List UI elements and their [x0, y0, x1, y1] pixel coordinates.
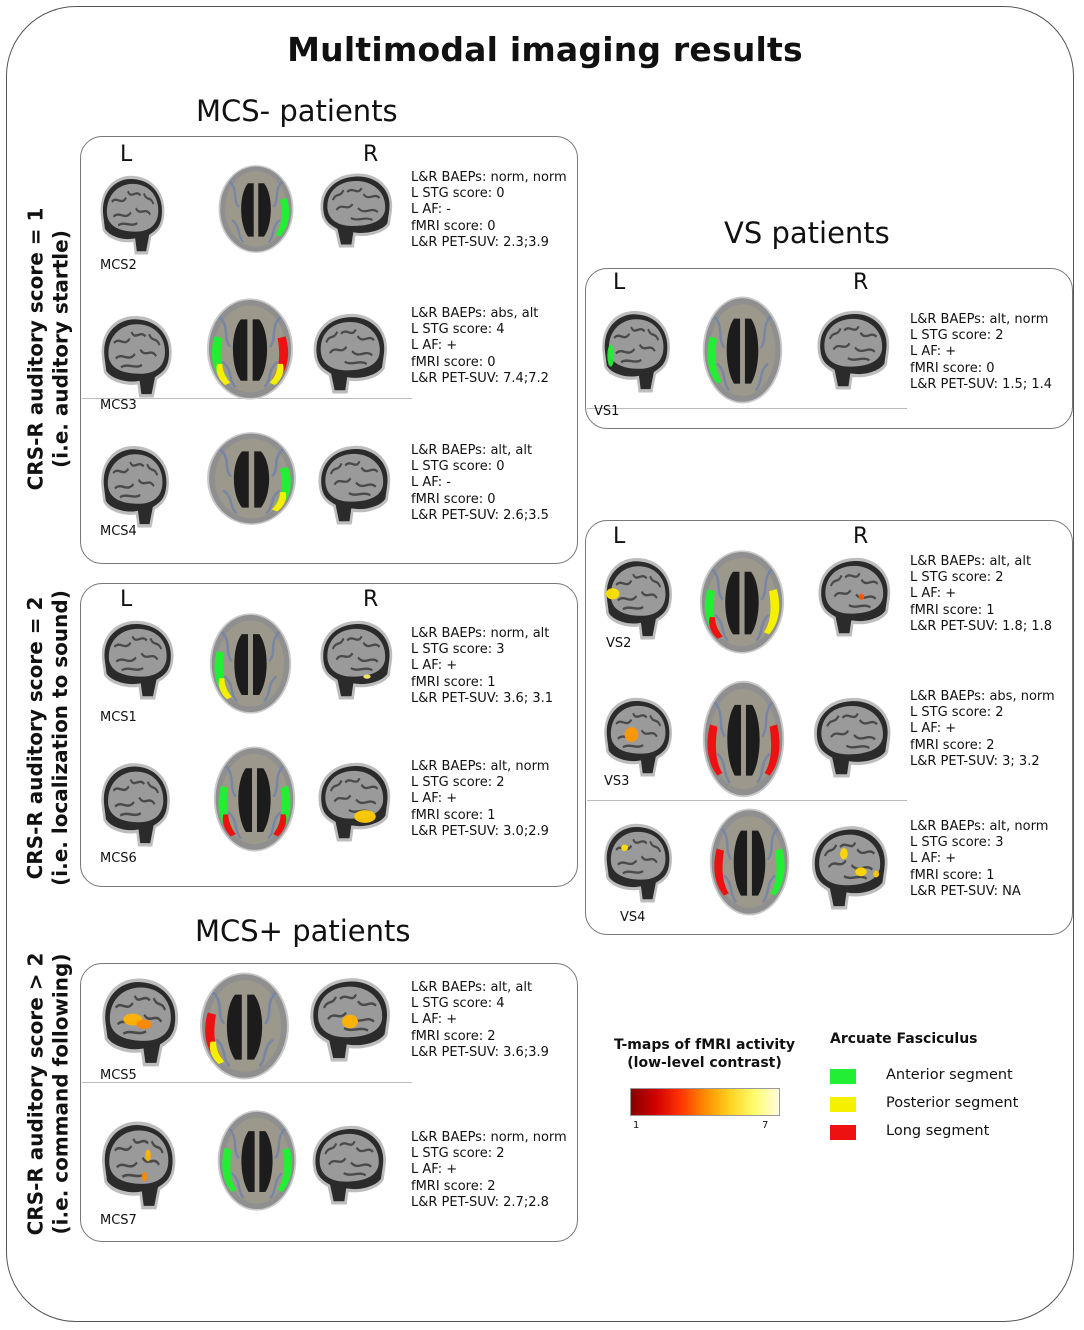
- sagittal-left-scan: [91, 170, 171, 255]
- colorbar-min-label: 1: [633, 1120, 640, 1131]
- sagittal-right-scan: [306, 308, 398, 394]
- sagittal-left-scan: [91, 440, 176, 528]
- axial-tractography-scan: [207, 611, 294, 716]
- group-title-vs: VS patients: [724, 216, 890, 250]
- hemisphere-left-label: L: [613, 270, 626, 295]
- sagittal-left-scan: [91, 615, 181, 700]
- af-label: Posterior segment: [886, 1095, 1019, 1111]
- sagittal-right-scan: [804, 820, 899, 910]
- colorbar-max-label: 7: [762, 1120, 769, 1131]
- sagittal-left-scan: [91, 1115, 183, 1210]
- patient-id: MCS3: [100, 398, 137, 413]
- sagittal-left-scan: [592, 305, 677, 393]
- axial-tractography-scan: [197, 970, 292, 1082]
- sagittal-left-scan: [91, 972, 186, 1067]
- hemisphere-left-label: L: [120, 142, 133, 167]
- af-swatch: [830, 1125, 856, 1140]
- axial-tractography-scan: [697, 548, 787, 656]
- patient-id: MCS6: [100, 851, 137, 866]
- patient-id: MCS2: [100, 258, 137, 273]
- af-swatch: [830, 1097, 856, 1112]
- side-label-score-2: CRS-R auditory score = 2(i.e. localizati…: [23, 590, 72, 886]
- patient-id: MCS5: [100, 1068, 137, 1083]
- hemisphere-left-label: L: [120, 587, 133, 612]
- axial-tractography-scan: [700, 678, 787, 800]
- sagittal-right-scan: [313, 168, 403, 248]
- sagittal-right-scan: [810, 305, 900, 390]
- group-title-mcs-plus: MCS+ patients: [195, 914, 411, 948]
- axial-tractography-scan: [204, 430, 299, 527]
- axial-tractography-scan: [211, 744, 298, 854]
- patient-id: VS1: [594, 404, 620, 419]
- axial-tractography-scan: [216, 163, 296, 255]
- hemisphere-right-label: R: [853, 270, 869, 295]
- sagittal-left-scan: [594, 692, 679, 777]
- side-label-score-1: CRS-R auditory score = 1(i.e. auditory s…: [23, 207, 72, 491]
- hemisphere-right-label: R: [363, 142, 379, 167]
- af-label: Anterior segment: [886, 1067, 1013, 1083]
- sagittal-right-scan: [302, 972, 402, 1062]
- hemisphere-right-label: R: [363, 587, 379, 612]
- sagittal-right-scan: [313, 615, 403, 700]
- sagittal-right-scan: [811, 552, 901, 637]
- hemisphere-left-label: L: [613, 524, 626, 549]
- axial-tractography-scan: [204, 296, 296, 402]
- row-divider: [82, 1082, 412, 1083]
- side-label-score-3: CRS-R auditory score > 2(i.e. command fo…: [23, 952, 72, 1236]
- sagittal-right-scan: [806, 692, 902, 778]
- sagittal-right-scan: [311, 757, 401, 842]
- tmap-legend-title: T-maps of fMRI activity(low-level contra…: [613, 1037, 795, 1071]
- axial-tractography-scan: [707, 806, 792, 918]
- patient-id: VS2: [606, 636, 632, 651]
- af-label: Long segment: [886, 1123, 990, 1139]
- sagittal-left-scan: [91, 757, 177, 847]
- patient-id: VS4: [620, 910, 646, 925]
- patient-id: MCS4: [100, 524, 137, 539]
- patient-id: VS3: [604, 774, 630, 789]
- patient-id: MCS1: [100, 710, 137, 725]
- sagittal-left-scan: [594, 818, 679, 903]
- sagittal-right-scan: [305, 1120, 397, 1205]
- sagittal-right-scan: [311, 440, 401, 525]
- patient-id: MCS7: [100, 1213, 137, 1228]
- axial-tractography-scan: [700, 294, 785, 406]
- row-divider: [587, 408, 907, 409]
- af-swatch: [830, 1069, 856, 1084]
- sagittal-left-scan: [594, 552, 679, 640]
- axial-tractography-scan: [215, 1108, 299, 1213]
- af-legend-title: Arcuate Fasciculus: [830, 1031, 978, 1047]
- group-title-mcs-minus: MCS- patients: [196, 94, 398, 128]
- tmap-colorbar: [630, 1088, 780, 1116]
- row-divider: [587, 800, 907, 801]
- outer-frame: [6, 6, 1074, 1322]
- figure-title: Multimodal imaging results: [287, 30, 803, 69]
- sagittal-left-scan: [91, 310, 179, 398]
- hemisphere-right-label: R: [853, 524, 869, 549]
